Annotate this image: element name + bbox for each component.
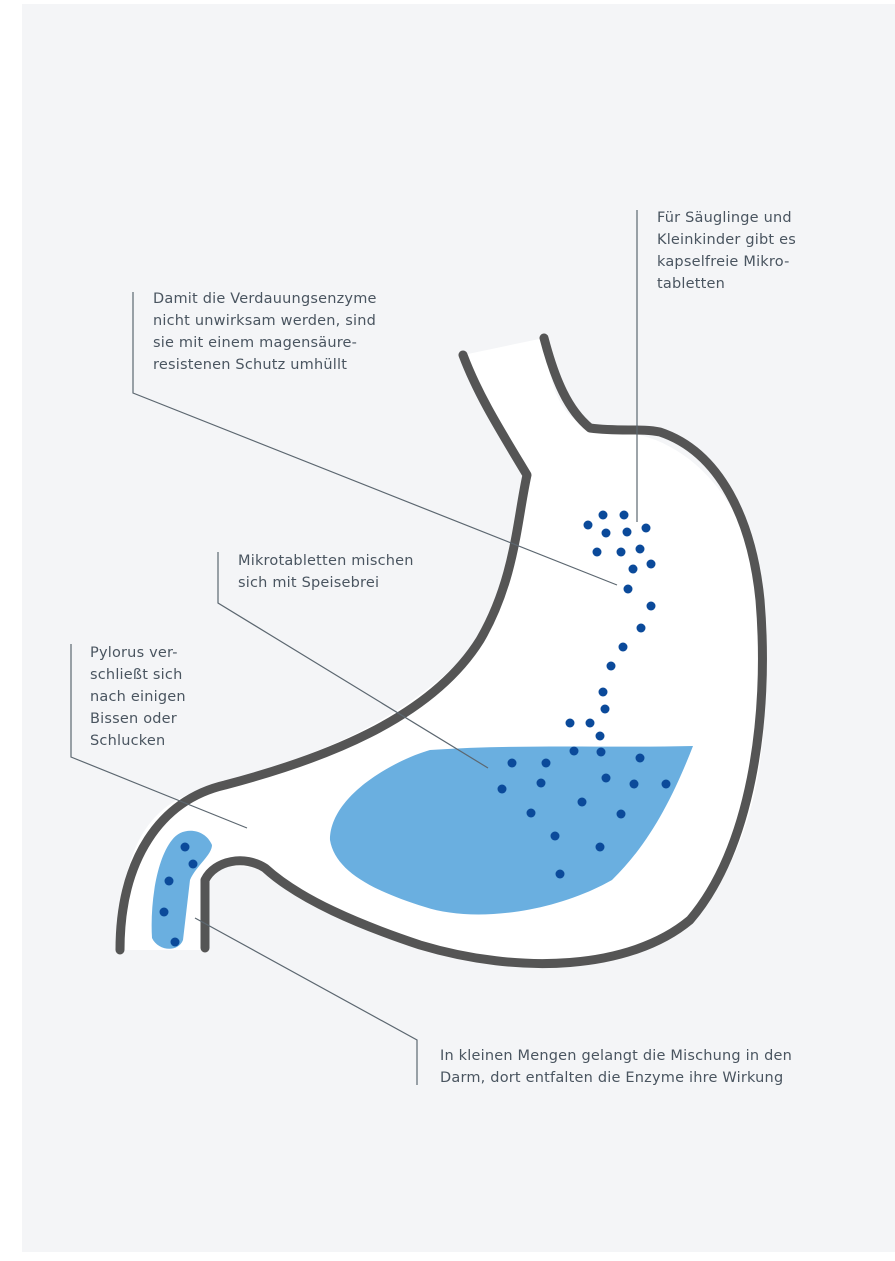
microtablet <box>617 810 626 819</box>
label-intestine: In kleinen Mengen gelangt die Mischung i… <box>440 1045 792 1089</box>
microtablet <box>647 560 656 569</box>
microtablet <box>607 662 616 671</box>
microtablet <box>636 754 645 763</box>
microtablet <box>623 528 632 537</box>
label-line: sich mit Speisebrei <box>238 572 414 594</box>
microtablet <box>637 624 646 633</box>
microtablet <box>636 545 645 554</box>
microtablet <box>593 548 602 557</box>
microtablet <box>160 908 169 917</box>
microtablet <box>629 565 638 574</box>
microtablet <box>570 747 579 756</box>
microtablet <box>551 832 560 841</box>
microtablet <box>642 524 651 533</box>
microtablet <box>586 719 595 728</box>
microtablet <box>602 774 611 783</box>
label-line: schließt sich <box>90 664 186 686</box>
label-line: Mikrotabletten mischen <box>238 550 414 572</box>
label-line: tabletten <box>657 273 796 295</box>
label-line: nach einigen <box>90 686 186 708</box>
label-line: kapselfreie Mikro- <box>657 251 796 273</box>
microtablet <box>542 759 551 768</box>
label-line: Darm, dort entfalten die Enzyme ihre Wir… <box>440 1067 792 1089</box>
microtablet <box>171 938 180 947</box>
label-line: Kleinkinder gibt es <box>657 229 796 251</box>
microtablet <box>647 602 656 611</box>
microtablet <box>599 688 608 697</box>
microtablet <box>508 759 517 768</box>
label-pylorus: Pylorus ver- schließt sich nach einigen … <box>90 642 186 752</box>
label-line: sie mit einem magensäure- <box>153 332 377 354</box>
microtablet <box>599 511 608 520</box>
label-mixing: Mikrotabletten mischen sich mit Speisebr… <box>238 550 414 594</box>
microtablet <box>584 521 593 530</box>
label-line: Für Säuglinge und <box>657 207 796 229</box>
microtablet <box>537 779 546 788</box>
microtablet <box>624 585 633 594</box>
microtablet <box>596 732 605 741</box>
leader-line-intestine <box>195 918 417 1085</box>
microtablet <box>662 780 671 789</box>
microtablet <box>620 511 629 520</box>
label-line: resistenen Schutz umhüllt <box>153 354 377 376</box>
label-line: Bissen oder <box>90 708 186 730</box>
microtablet <box>165 877 174 886</box>
microtablet <box>181 843 190 852</box>
microtablet <box>602 529 611 538</box>
label-line: nicht unwirksam werden, sind <box>153 310 377 332</box>
microtablet <box>566 719 575 728</box>
label-line: In kleinen Mengen gelangt die Mischung i… <box>440 1045 792 1067</box>
label-infants: Für Säuglinge und Kleinkinder gibt es ka… <box>657 207 796 295</box>
label-line: Schlucken <box>90 730 186 752</box>
label-line: Pylorus ver- <box>90 642 186 664</box>
microtablet <box>619 643 628 652</box>
microtablet <box>630 780 639 789</box>
microtablet <box>597 748 606 757</box>
microtablet <box>498 785 507 794</box>
microtablet <box>617 548 626 557</box>
label-line: Damit die Verdauungsenzyme <box>153 288 377 310</box>
microtablet <box>189 860 198 869</box>
microtablet <box>601 705 610 714</box>
microtablet <box>596 843 605 852</box>
microtablet <box>527 809 536 818</box>
label-coating: Damit die Verdauungsenzyme nicht unwirks… <box>153 288 377 376</box>
microtablet <box>578 798 587 807</box>
microtablet <box>556 870 565 879</box>
